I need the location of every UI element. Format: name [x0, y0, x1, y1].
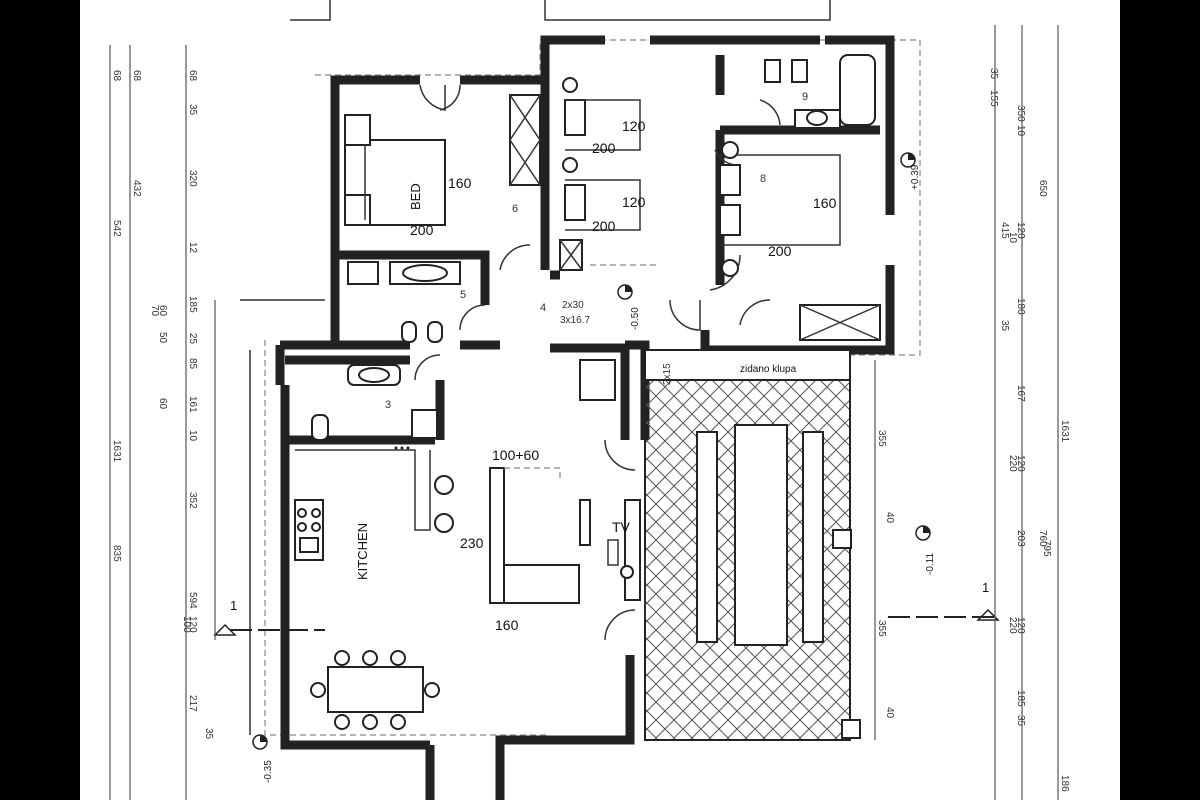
door-note-3: 2x15	[662, 363, 673, 385]
section-markers	[213, 608, 1000, 636]
furniture	[294, 54, 881, 730]
dim-l3-0: 68	[187, 70, 198, 82]
dim-l1-3: 1631	[111, 440, 122, 463]
dim-l3-3: 12	[187, 242, 198, 254]
dim-r1-13: 120	[1015, 617, 1026, 634]
dim-r1-7: 180	[1015, 298, 1026, 315]
dim-r1-2: 350	[1015, 105, 1026, 122]
dim-r2-0: 650	[1037, 180, 1048, 197]
label-sofa-w: 160	[495, 617, 519, 633]
room-number-8: 8	[760, 173, 766, 185]
level-terrace: -0.11	[925, 553, 936, 575]
floor-plan-sheet: BED KITCHEN TV zidano klupa 100+60 230 1…	[80, 0, 1120, 800]
door-note-1: 2x30	[562, 300, 584, 311]
label-bed2-w: 120	[622, 118, 646, 134]
label-bed4-l: 200	[768, 243, 792, 259]
dim-r1-14: 220	[1007, 617, 1018, 634]
dim-r1-8: 35	[999, 320, 1010, 332]
dim-l1-0: 68	[111, 70, 122, 82]
dim-l1-1: 542	[111, 220, 122, 237]
label-bed3-w: 120	[622, 194, 646, 210]
dim-r1-0: 35	[988, 68, 999, 80]
dim-r1-3: 10	[1015, 125, 1026, 137]
dim-l3-9: 10	[187, 430, 198, 442]
dim-r1-10: 120	[1015, 455, 1026, 472]
dim-rm-1: 40	[884, 512, 895, 524]
room-number-5: 5	[460, 289, 466, 301]
dim-l1-2: 835	[111, 545, 122, 562]
dim-rm-0: 355	[876, 430, 887, 447]
dim-l3-11: 594	[187, 592, 198, 609]
terrace	[644, 349, 861, 741]
dim-l3-12: 120	[187, 616, 198, 633]
dim-lx-2: 70	[149, 305, 160, 317]
door-note-2: 3x16.7	[560, 315, 590, 326]
label-bed1-l: 200	[410, 222, 434, 238]
dim-r1-11: 220	[1007, 455, 1018, 472]
dim-l3-14: 217	[187, 695, 198, 712]
label-bed4-w: 160	[813, 195, 837, 211]
dim-lx-1: 60	[157, 305, 168, 317]
dim-lx-0: 50	[157, 332, 168, 344]
dim-l3-5: 25	[187, 333, 198, 345]
dim-l3-1: 35	[187, 104, 198, 116]
level-top: +0.39	[910, 164, 921, 190]
label-bed3-l: 200	[592, 218, 616, 234]
section-label-left: 1	[230, 598, 237, 613]
level-bottom: -0.35	[263, 760, 274, 783]
dim-l2-1: 432	[131, 180, 142, 197]
dim-r3-2: 186	[1059, 775, 1070, 792]
label-tv: TV	[612, 519, 631, 535]
section-label-right: 1	[982, 580, 989, 595]
room-number-4: 4	[540, 302, 546, 314]
label-zidano-klupa: zidano klupa	[740, 364, 797, 375]
dim-r2-1: 760	[1037, 530, 1048, 547]
dim-l3-6: 85	[187, 358, 198, 370]
dim-r1-16: 35	[1015, 715, 1026, 727]
dim-rm-3: 40	[884, 707, 895, 719]
level-hall: -0.50	[630, 307, 641, 330]
dim-r1-4: 120	[1015, 222, 1026, 239]
dim-r1-15: 185	[1015, 690, 1026, 707]
dim-r3-1: 795	[1041, 540, 1052, 557]
dim-lx-3: 60	[157, 398, 168, 410]
dim-l3-4: 185	[187, 296, 198, 313]
label-bed2-l: 200	[592, 140, 616, 156]
label-kitchen: KITCHEN	[355, 523, 370, 580]
dim-r1-9: 167	[1015, 385, 1026, 402]
dim-r1-1: 155	[988, 90, 999, 107]
room-number-9: 9	[802, 91, 808, 103]
plan-labels: BED KITCHEN TV zidano klupa 100+60 230 1…	[230, 91, 989, 783]
floor-plan-drawing: BED KITCHEN TV zidano klupa 100+60 230 1…	[109, 0, 1070, 800]
dimensions-right: 35 155 350 10 120 10 415 180 35 167 120 …	[874, 25, 1070, 800]
dim-l3-13: 100	[181, 616, 192, 633]
dim-l2-0: 68	[131, 70, 142, 82]
dim-l3-2: 320	[187, 170, 198, 187]
dining-table	[327, 666, 424, 713]
dim-l3-15: 35	[203, 728, 214, 740]
dim-r1-6: 415	[999, 222, 1010, 239]
dim-l3-10: 352	[187, 492, 198, 509]
label-sofa-dim: 100+60	[492, 447, 539, 463]
dim-rm-2: 355	[876, 620, 887, 637]
level-markers	[252, 152, 931, 750]
dim-l3-8: 161	[187, 396, 198, 413]
label-sofa-h: 230	[460, 535, 484, 551]
label-bed1-w: 160	[448, 175, 472, 191]
dim-r1-12: 203	[1015, 530, 1026, 547]
dimensions-left: 68 542 835 1631 68 432 68 35 320 12 185 …	[109, 45, 216, 800]
room-number-3: 3	[385, 399, 391, 411]
room-number-6: 6	[512, 203, 518, 215]
dim-r3-0: 1631	[1059, 420, 1070, 443]
label-bed: BED	[408, 183, 423, 210]
dim-r1-5: 10	[1007, 232, 1018, 244]
